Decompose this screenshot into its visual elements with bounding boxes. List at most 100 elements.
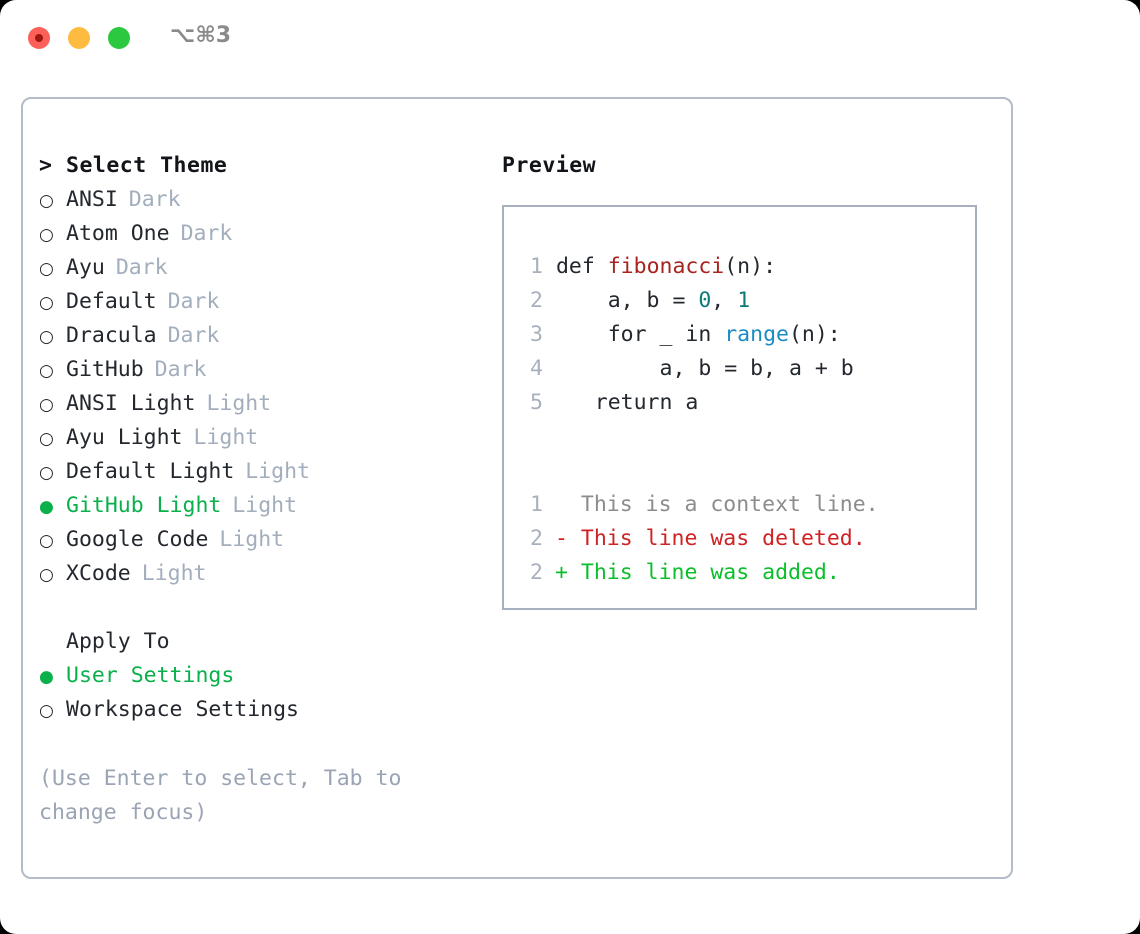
theme-name-label: ANSI Light — [66, 391, 196, 416]
select-theme-label: Select Theme — [66, 153, 228, 178]
theme-name-label: Dracula — [66, 323, 157, 348]
line-number: 3 — [530, 322, 543, 347]
theme-variant-badge: Light — [206, 391, 272, 416]
radio-unselected-icon: ○ — [39, 191, 54, 211]
code-token: range — [724, 322, 789, 347]
title-bar: ⌥⌘3 — [0, 0, 1140, 76]
line-number: 4 — [530, 356, 543, 381]
select-theme-header: > Select Theme — [39, 149, 469, 183]
theme-list-item[interactable]: ○ Default Light Light — [39, 455, 469, 489]
theme-list-item[interactable]: ○ ANSI Dark — [39, 183, 469, 217]
code-token: (n): — [724, 254, 777, 279]
theme-list-item[interactable]: ○ ANSI Light Light — [39, 387, 469, 421]
diff-line: 2- This line was deleted. — [515, 522, 879, 556]
theme-variant-badge: Light — [245, 459, 311, 484]
theme-variant-badge: Dark — [180, 221, 233, 246]
preview-column: Preview — [502, 149, 1002, 183]
code-token: (n): — [788, 322, 841, 347]
line-number: 2 — [530, 288, 543, 313]
theme-list-item[interactable]: ● GitHub Light Light — [39, 489, 469, 523]
theme-name-label: GitHub — [66, 357, 144, 382]
close-button-glyph — [35, 34, 43, 42]
theme-list-item[interactable]: ○ Default Dark — [39, 285, 469, 319]
caret-icon: > — [39, 153, 53, 178]
theme-variant-badge: Dark — [154, 357, 207, 382]
theme-name-label: Ayu Light — [66, 425, 183, 450]
theme-name-label: Ayu — [66, 255, 105, 280]
theme-name-label: XCode — [66, 561, 131, 586]
radio-selected-icon: ● — [39, 667, 54, 687]
apply-to-label: User Settings — [66, 663, 235, 688]
code-line: 1 def fibonacci(n): — [515, 250, 879, 284]
hint-text: (Use Enter to select, Tab to change focu… — [39, 766, 402, 825]
radio-unselected-icon: ○ — [39, 259, 54, 279]
radio-unselected-icon: ○ — [39, 395, 54, 415]
line-number: 5 — [530, 390, 543, 415]
theme-list-item[interactable]: ○ XCode Light — [39, 557, 469, 591]
radio-unselected-icon: ○ — [39, 565, 54, 585]
code-line: 5 return a — [515, 386, 879, 420]
theme-list-item[interactable]: ○ Ayu Light Light — [39, 421, 469, 455]
diff-sign: - — [555, 526, 568, 551]
theme-variant-badge: Dark — [115, 255, 168, 280]
minimize-button-icon[interactable] — [68, 27, 90, 49]
code-blank-line — [515, 454, 879, 488]
radio-unselected-icon: ○ — [39, 293, 54, 313]
theme-name-label: Atom One — [66, 221, 170, 246]
diff-text: This line was added. — [580, 560, 840, 585]
theme-name-label: Default — [66, 289, 157, 314]
apply-to-option[interactable]: ● User Settings — [39, 659, 469, 693]
maximize-button-icon[interactable] — [108, 27, 130, 49]
code-blank-line — [515, 420, 879, 454]
radio-unselected-icon: ○ — [39, 531, 54, 551]
radio-unselected-icon: ○ — [39, 701, 54, 721]
radio-unselected-icon: ○ — [39, 327, 54, 347]
line-number: 1 — [530, 254, 543, 279]
code-line: 3 for _ in range(n): — [515, 318, 879, 352]
code-token: return a — [555, 390, 699, 415]
theme-name-label: ANSI — [66, 187, 118, 212]
code-token: fibonacci — [607, 254, 725, 279]
code-token: , — [711, 288, 738, 313]
theme-variant-badge: Light — [219, 527, 285, 552]
diff-line: 1 This is a context line. — [515, 488, 879, 522]
theme-variant-badge: Dark — [128, 187, 181, 212]
theme-variant-badge: Light — [232, 493, 298, 518]
radio-unselected-icon: ○ — [39, 225, 54, 245]
apply-to-header: Apply To — [66, 629, 170, 654]
line-number: 2 — [530, 560, 543, 585]
line-number: 1 — [530, 492, 543, 517]
theme-variant-badge: Dark — [167, 289, 220, 314]
theme-name-label: Default Light — [66, 459, 235, 484]
radio-unselected-icon: ○ — [39, 361, 54, 381]
radio-selected-icon: ● — [39, 497, 54, 517]
code-line: 4 a, b = b, a + b — [515, 352, 879, 386]
radio-unselected-icon: ○ — [39, 429, 54, 449]
theme-list-item[interactable]: ○ GitHub Dark — [39, 353, 469, 387]
code-token: a, b = b, a + b — [555, 356, 854, 381]
diff-text: This is a context line. — [580, 492, 879, 517]
code-line: 2 a, b = 0, 1 — [515, 284, 879, 318]
theme-list-item[interactable]: ○ Google Code Light — [39, 523, 469, 557]
keyboard-shortcut-label: ⌥⌘3 — [170, 23, 232, 48]
theme-name-label: GitHub Light — [66, 493, 222, 518]
apply-to-option[interactable]: ○ Workspace Settings — [39, 693, 469, 727]
theme-list-item[interactable]: ○ Ayu Dark — [39, 251, 469, 285]
theme-variant-badge: Light — [141, 561, 207, 586]
theme-name-label: Google Code — [66, 527, 209, 552]
diff-sign: + — [555, 560, 568, 585]
diff-sign — [555, 492, 568, 517]
apply-to-label: Workspace Settings — [66, 697, 299, 722]
code-token: 1 — [737, 288, 751, 313]
theme-variant-badge: Light — [193, 425, 259, 450]
line-number: 2 — [530, 526, 543, 551]
code-token: 0 — [698, 288, 712, 313]
radio-unselected-icon: ○ — [39, 463, 54, 483]
theme-list-item[interactable]: ○ Atom One Dark — [39, 217, 469, 251]
